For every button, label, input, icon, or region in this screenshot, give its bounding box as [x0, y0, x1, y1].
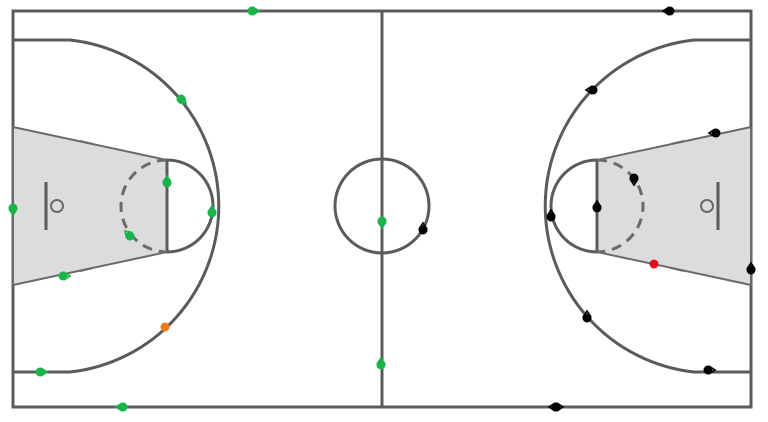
- player-marker-green: [176, 94, 187, 105]
- player-marker-green: [114, 402, 128, 412]
- right-free-throw-circle: [549, 158, 598, 254]
- right-paint: [596, 125, 752, 287]
- marker-arrow: [661, 6, 670, 16]
- right-lane-hash: [670, 267, 685, 272]
- left-lane-hash: [79, 267, 94, 272]
- left-free-throw-dashed: [119, 158, 168, 254]
- right-lane-hash: [670, 140, 685, 145]
- right-three-point-line: [543, 38, 751, 374]
- left-three-point-line: [13, 38, 221, 374]
- player-marker-green: [376, 356, 386, 370]
- player-marker-black: [584, 85, 598, 95]
- left-lane-hash: [79, 140, 94, 145]
- player-markers: [8, 6, 756, 412]
- player-marker-black: [746, 261, 756, 275]
- player-marker-green: [207, 204, 217, 218]
- marker-arrow: [418, 221, 428, 230]
- right-free-throw-dashed: [596, 158, 645, 254]
- marker-arrow: [40, 367, 49, 377]
- marker-arrow: [707, 128, 716, 138]
- player-marker-orange: [160, 322, 170, 332]
- marker-arrow: [582, 309, 592, 318]
- player-marker-green: [58, 271, 72, 281]
- marker-arrow: [547, 402, 556, 412]
- player-marker-red: [649, 259, 659, 269]
- player-marker-green: [377, 216, 387, 230]
- player-marker-black: [546, 208, 556, 222]
- marker-arrow: [162, 174, 172, 183]
- player-marker-green: [247, 6, 261, 16]
- marker-dot: [160, 322, 170, 332]
- marker-arrow: [252, 6, 261, 16]
- player-marker-black: [703, 365, 717, 375]
- player-marker-black: [661, 6, 675, 16]
- right-rim: [700, 199, 714, 213]
- marker-dot: [176, 94, 186, 104]
- marker-arrow: [8, 208, 18, 217]
- marker-arrow: [63, 271, 72, 281]
- center-circle: [333, 157, 431, 255]
- marker-arrow: [124, 230, 133, 239]
- player-marker-black: [592, 199, 602, 213]
- marker-arrow: [114, 402, 123, 412]
- marker-arrow: [592, 199, 602, 208]
- player-marker-black: [418, 221, 428, 235]
- player-marker-green: [35, 367, 49, 377]
- left-free-throw-circle: [166, 158, 215, 254]
- marker-arrow: [746, 261, 756, 270]
- left-half-court: [12, 38, 221, 374]
- marker-dot: [649, 259, 659, 269]
- marker-dot: [125, 231, 135, 241]
- marker-arrow: [629, 178, 639, 187]
- marker-arrow: [376, 356, 386, 365]
- player-marker-green: [162, 174, 172, 188]
- marker-arrow: [207, 204, 217, 213]
- right-half-court: [543, 38, 752, 374]
- player-marker-black: [629, 173, 639, 187]
- player-marker-black: [582, 309, 592, 323]
- marker-arrow: [708, 365, 717, 375]
- player-marker-black: [547, 402, 561, 412]
- marker-arrow: [178, 96, 187, 105]
- player-marker-green: [124, 230, 135, 241]
- player-marker-black: [707, 128, 721, 138]
- left-rim: [50, 199, 64, 213]
- marker-arrow: [377, 221, 387, 230]
- player-marker-green: [8, 203, 18, 217]
- marker-arrow: [546, 208, 556, 217]
- marker-arrow: [584, 85, 593, 95]
- left-paint: [12, 125, 168, 287]
